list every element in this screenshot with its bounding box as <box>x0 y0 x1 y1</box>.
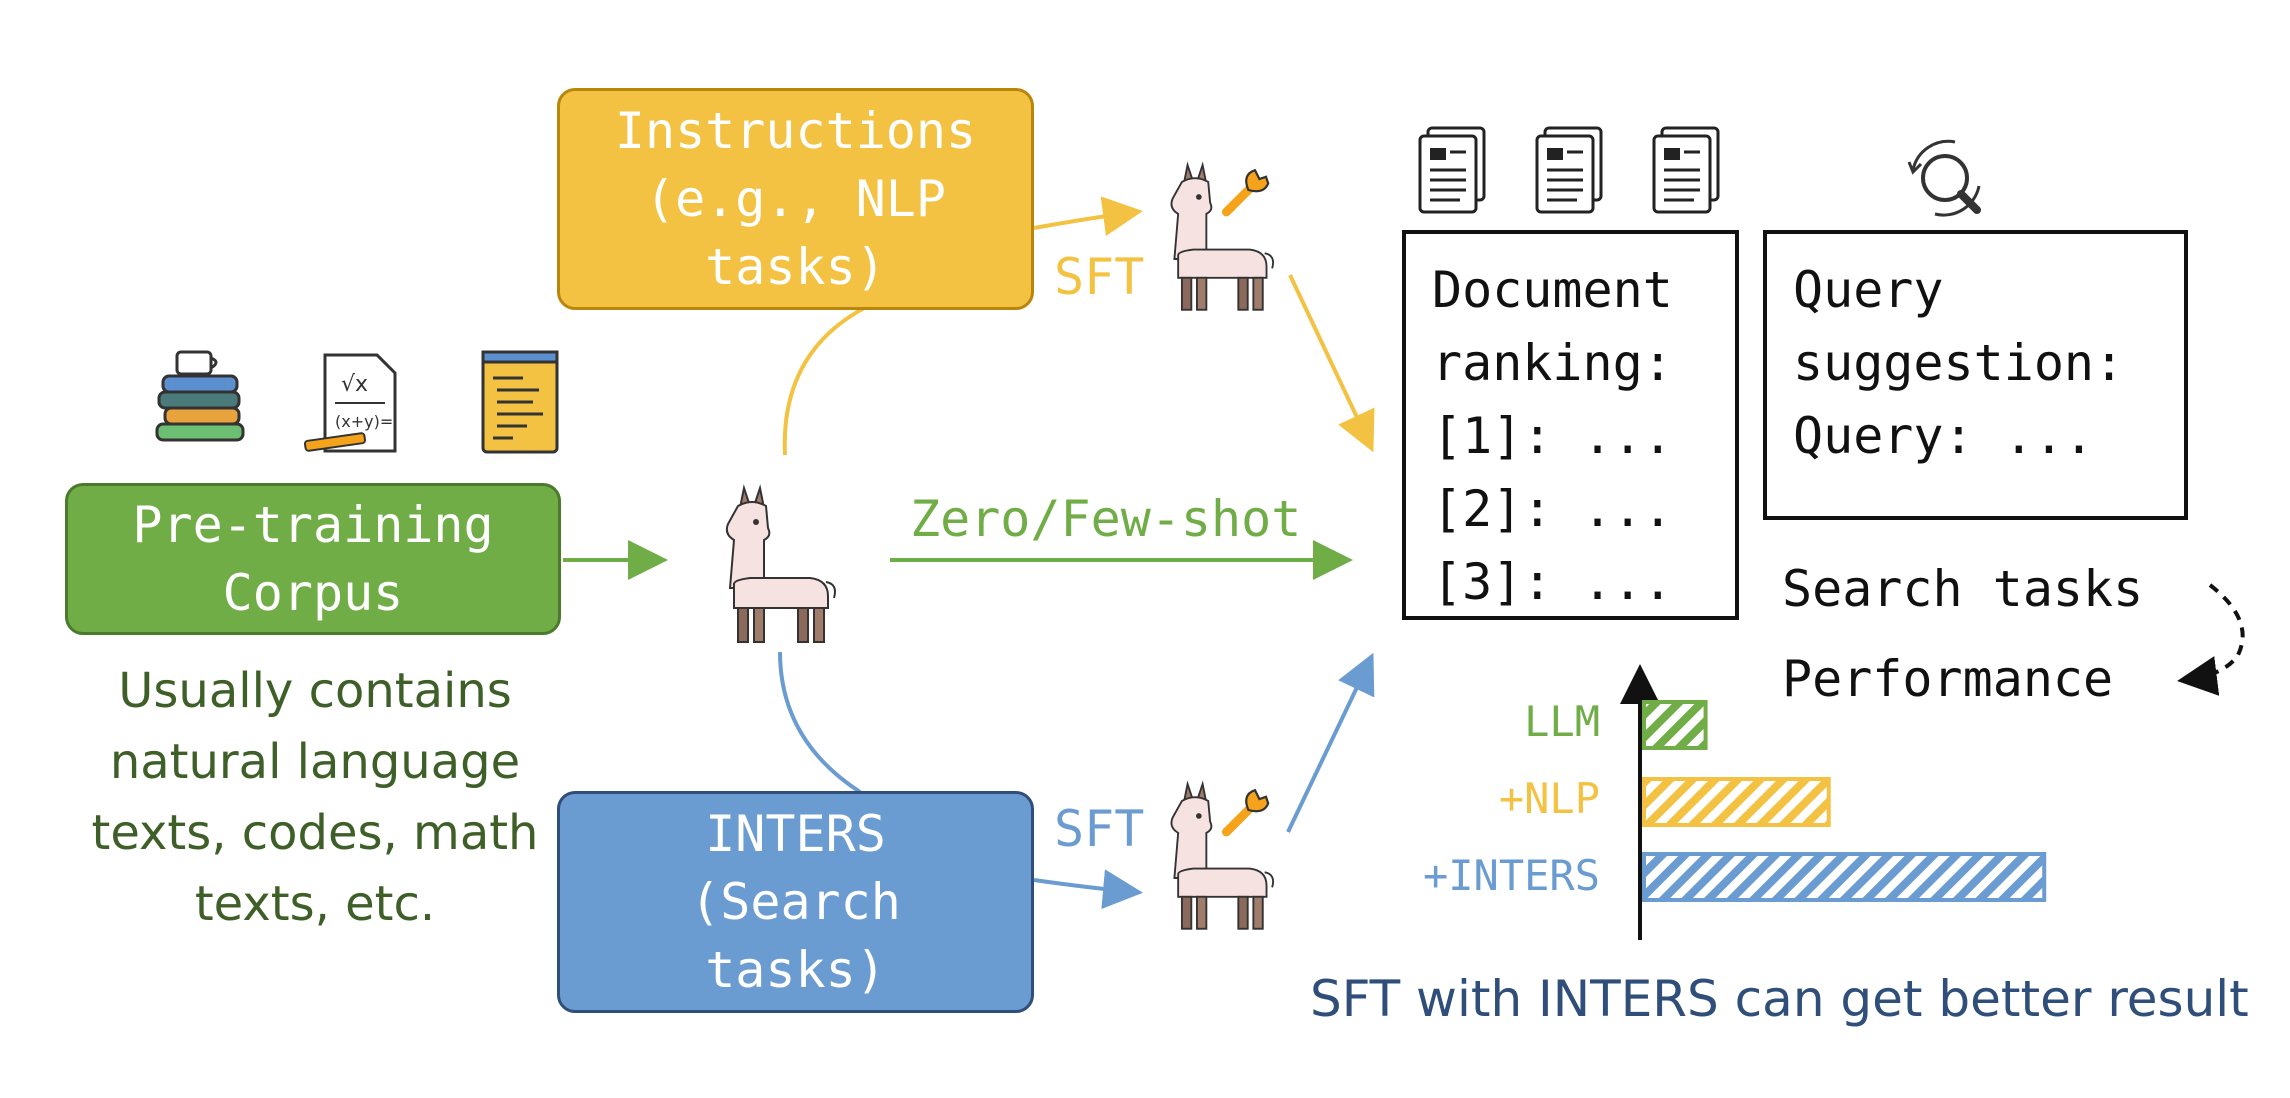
arrow-instructions-to-sft <box>1033 196 1143 237</box>
corpus-note: Usually contains natural language texts,… <box>91 663 539 932</box>
arrow-inters-to-sft <box>1033 869 1143 910</box>
search-tasks-label: Search tasks <box>1782 560 2144 618</box>
arrow-sft-nlp-to-tasks <box>1288 274 1375 453</box>
caption: SFT with INTERS can get better result <box>1310 970 2249 1028</box>
code-file-icon <box>481 350 559 454</box>
pretraining-corpus-box: Pre-training Corpus <box>65 483 561 635</box>
performance-label: Performance <box>1782 650 2114 708</box>
curve-llm-to-inters <box>778 651 862 794</box>
document-ranking-box: Document ranking: [1]: ... [2]: ... [3]:… <box>1402 230 1739 620</box>
sft-label-bottom: SFT <box>1054 800 1145 858</box>
performance-bar-2 <box>1642 777 1831 827</box>
performance-bars <box>1642 700 2047 902</box>
search-refresh-icon <box>1907 139 1981 217</box>
document-icon <box>1652 126 1720 214</box>
performance-bar-1 <box>1642 700 1708 750</box>
query-suggestion-box: Query suggestion: Query: ... <box>1763 230 2188 520</box>
zero-few-shot-label: Zero/Few-shot <box>910 490 1302 548</box>
llm-llama-icon <box>725 487 836 643</box>
instructions-box: Instructions (e.g., NLP tasks) <box>557 88 1034 310</box>
math-paper-icon: √x (x+y)= <box>303 353 397 453</box>
inters-box: INTERS (Search tasks) <box>557 791 1034 1013</box>
svg-text:(x+y)=: (x+y)= <box>335 412 393 431</box>
wrench-icon <box>1226 790 1268 832</box>
performance-bar-3 <box>1642 852 2047 902</box>
document-icon <box>1418 126 1486 214</box>
svg-text:√x: √x <box>341 372 368 397</box>
curve-llm-to-instructions <box>782 303 871 456</box>
bar-label-llm: LLM <box>1524 697 1600 746</box>
sft-label-top: SFT <box>1054 248 1145 306</box>
document-icon <box>1535 126 1603 214</box>
bar-label-inters: +INTERS <box>1422 851 1600 900</box>
arrow-sft-inters-to-tasks <box>1286 652 1375 833</box>
books-icon <box>155 350 245 442</box>
arrow-tasks-to-performance <box>2177 583 2245 696</box>
wrench-icon <box>1226 170 1268 212</box>
bar-label-nlp: +NLP <box>1498 774 1600 823</box>
